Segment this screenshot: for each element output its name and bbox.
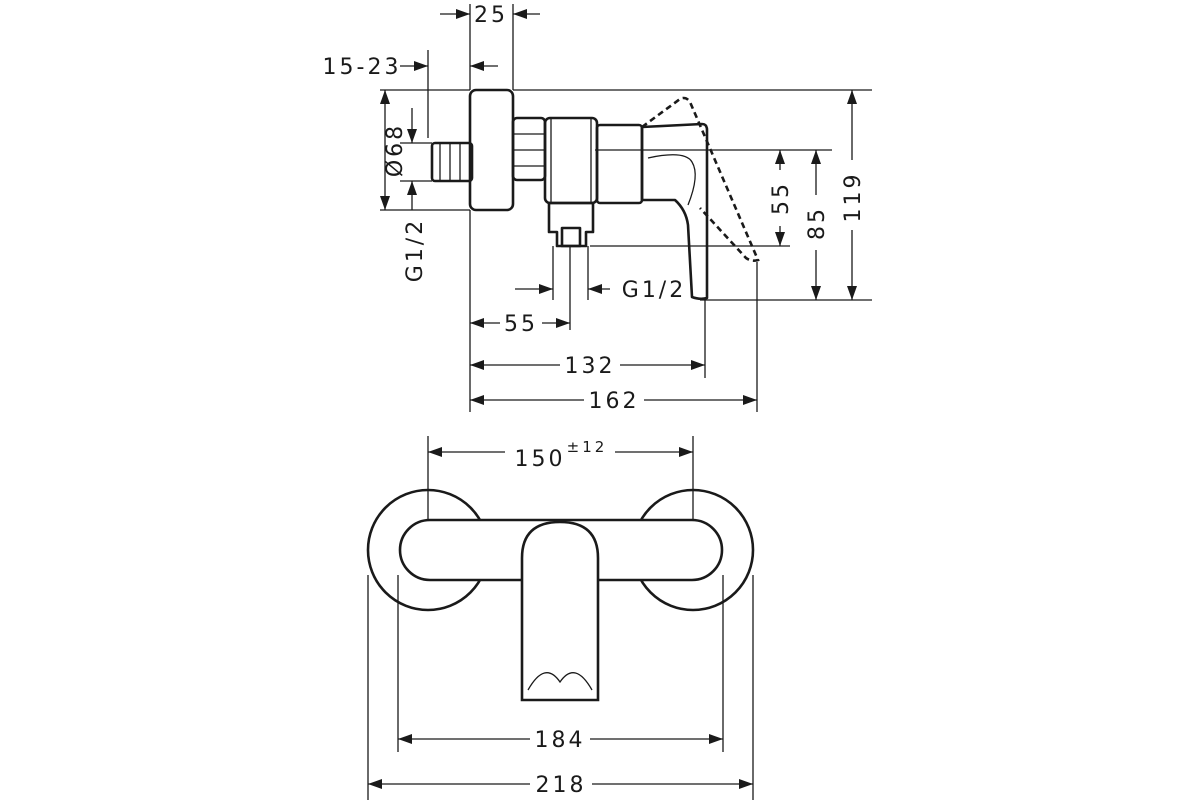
dim-body-height: 85 — [805, 206, 830, 240]
dim-wall-plate-depth: 25 — [474, 3, 508, 28]
dim-center-distance: 150 — [515, 447, 566, 472]
lever-handle-open-position — [641, 96, 760, 262]
mixer-body — [543, 116, 599, 205]
dim-adjustment-range: 15-23 — [323, 55, 402, 80]
dim-outlet-thread: G1/2 — [622, 278, 686, 303]
front-view: 150 ±12 184 218 — [366, 436, 755, 800]
shower-outlet — [547, 201, 595, 248]
dim-outlet-height: 55 — [769, 181, 794, 215]
dim-total-width: 218 — [536, 773, 587, 798]
dim-inner-width: 184 — [535, 728, 586, 753]
wall-rosette — [468, 88, 515, 212]
lever-handle — [640, 122, 709, 301]
lever-handle-front — [520, 520, 600, 702]
inlet-connector — [430, 141, 474, 183]
dim-spout-projection: 132 — [565, 354, 616, 379]
side-view: 25 15-23 Ø68 G1/2 G1/2 55 — [323, 3, 872, 414]
dim-center-tolerance: ±12 — [567, 438, 608, 456]
dim-total-height: 119 — [841, 172, 866, 223]
dim-total-projection: 162 — [589, 389, 640, 414]
dim-plate-diameter: Ø68 — [383, 123, 408, 177]
union-nut — [511, 116, 547, 182]
dim-inlet-thread: G1/2 — [403, 218, 428, 282]
dim-outlet-from-wall: 55 — [504, 312, 538, 337]
